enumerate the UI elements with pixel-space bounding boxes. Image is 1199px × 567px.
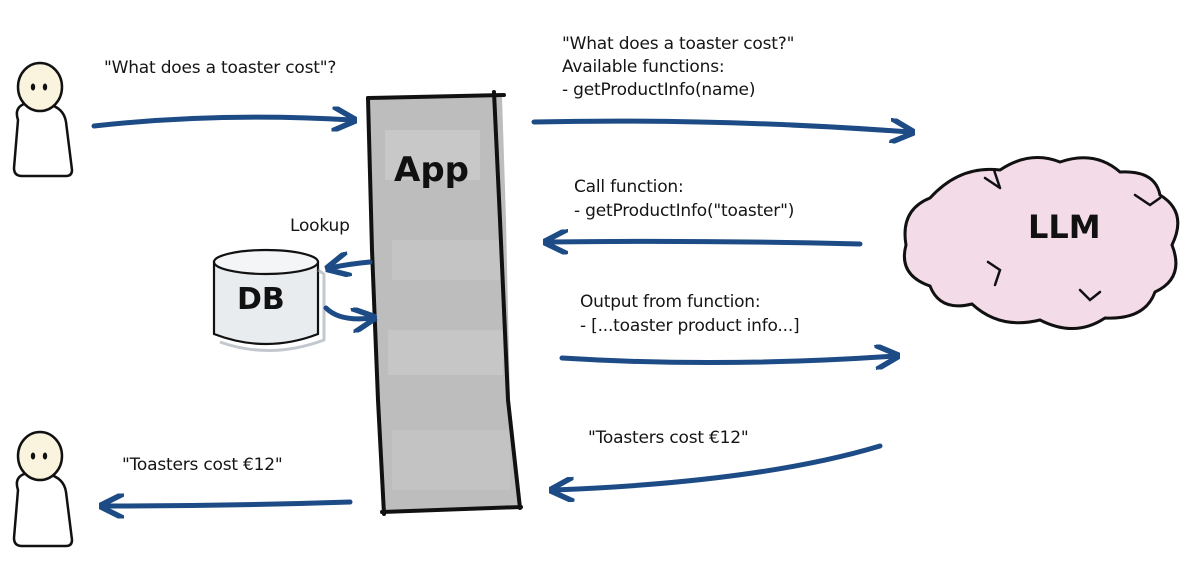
arrow-app-to-user [104, 502, 353, 506]
function-output-line2: - [...toaster product info...] [580, 316, 800, 336]
user-top-figure [12, 61, 74, 178]
arrow-llm-to-app [548, 241, 863, 244]
arrow-app-to-llm [531, 121, 910, 132]
arrow-app-to-db [330, 262, 373, 268]
arrow-llm-answer-to-app [554, 443, 883, 490]
lookup-label: Lookup [290, 216, 350, 236]
user-question-label: "What does a toaster cost"? [104, 58, 337, 78]
function-output-line1: Output from function: [580, 292, 761, 312]
llm-cloud [903, 156, 1180, 330]
arrow-user-to-app [91, 117, 352, 126]
app-to-llm-line3: - getProductInfo(name) [562, 80, 756, 100]
user-bottom-figure [12, 430, 74, 548]
app-to-llm-line2: Available functions: [562, 57, 725, 77]
app-to-user-label: "Toasters cost €12" [122, 455, 283, 475]
llm-call-line2: - getProductInfo("toaster") [574, 201, 795, 221]
arrow-db-to-app [323, 308, 372, 319]
app-box [366, 90, 523, 516]
arrow-app-to-llm-output [559, 356, 895, 363]
llm-call-line1: Call function: [574, 177, 684, 197]
app-label: App [394, 150, 469, 190]
db-cylinder [212, 248, 326, 353]
llm-answer-label: "Toasters cost €12" [588, 428, 749, 448]
db-label: DB [237, 282, 285, 317]
app-to-llm-line1: "What does a toaster cost?" [562, 34, 795, 54]
llm-label: LLM [1028, 208, 1101, 246]
